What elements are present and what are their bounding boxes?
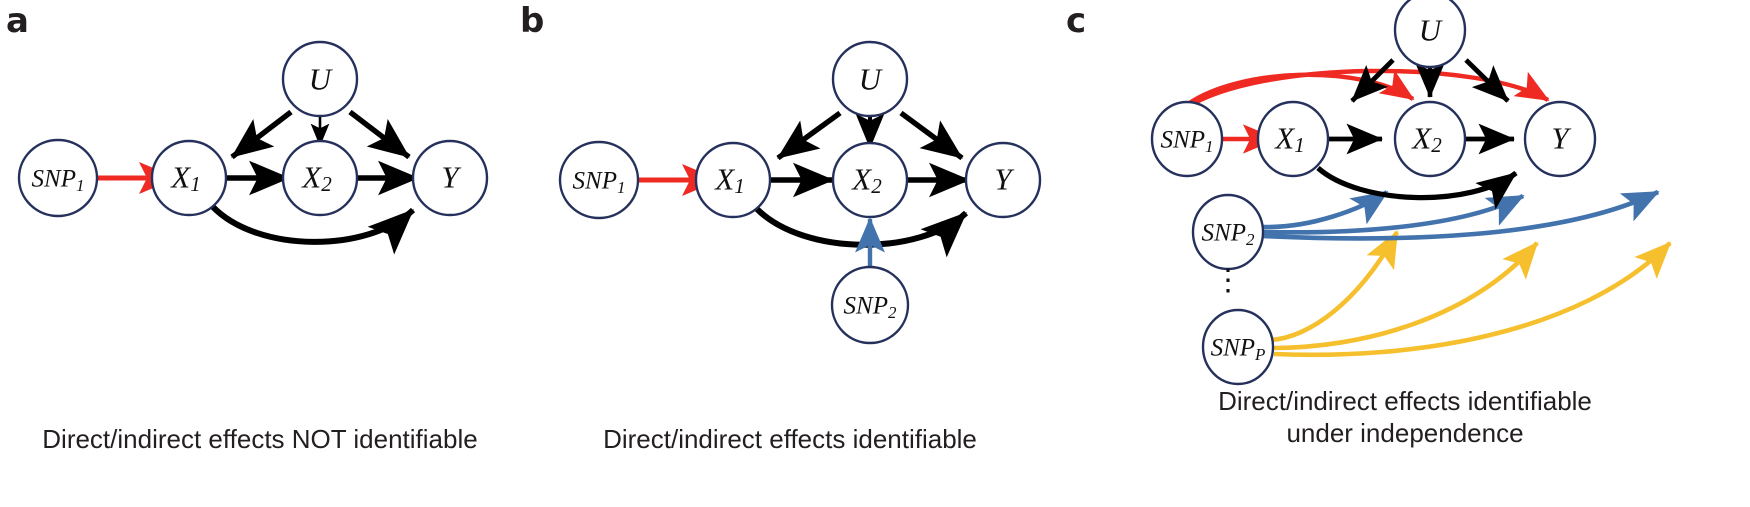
- node-x1[interactable]: X1: [150, 139, 228, 217]
- edge-snpP-x1: [1269, 230, 1400, 343]
- node-y[interactable]: Y: [1523, 100, 1597, 178]
- panel-c-edges: [1184, 58, 1672, 358]
- node-y-label: Y: [441, 160, 461, 195]
- node-snp1[interactable]: SNP1: [558, 140, 640, 220]
- node-u-label: U: [309, 62, 334, 97]
- node-x2[interactable]: X2: [831, 141, 909, 219]
- node-snp1[interactable]: SNP1: [1150, 100, 1224, 178]
- panel-a-letter: a: [6, 1, 29, 41]
- edge-snpP-x2: [1271, 241, 1539, 351]
- node-y[interactable]: Y: [964, 141, 1042, 219]
- node-snp1-label: SNP1: [1161, 127, 1214, 156]
- node-y[interactable]: Y: [411, 139, 489, 217]
- edge-u-x1: [230, 109, 293, 160]
- edge-snp2-y: [1262, 189, 1660, 241]
- node-x1[interactable]: X1: [694, 141, 772, 219]
- panel-a: a: [0, 0, 520, 507]
- panel-b-caption: Direct/indirect effects identifiable: [603, 424, 977, 454]
- panel-c-caption: Direct/indirect effects identifiable und…: [1218, 386, 1592, 448]
- node-u[interactable]: U: [281, 40, 359, 118]
- snp-ellipsis: ⋮: [1213, 264, 1243, 297]
- node-snp1-label: SNP1: [32, 166, 85, 195]
- node-u-label: U: [1419, 13, 1444, 48]
- node-snpP[interactable]: SNPP: [1201, 308, 1275, 386]
- panel-c-diagram: SNP1 SNP2 SNPP X1 X2 Y: [1150, 0, 1672, 386]
- node-y-label: Y: [1551, 121, 1571, 156]
- panel-a-caption: Direct/indirect effects NOT identifiable: [42, 424, 478, 454]
- panel-c: c: [1060, 0, 1750, 507]
- node-snp1-label: SNP1: [573, 168, 626, 197]
- panel-b-diagram: SNP1 SNP2 X1 X2 Y U: [558, 40, 1042, 345]
- edge-u-y: [899, 110, 964, 161]
- panel-a-edges: [97, 109, 420, 255]
- node-u-label: U: [859, 62, 884, 97]
- edge-snpP-y: [1273, 241, 1672, 358]
- panel-b: b: [520, 0, 1060, 507]
- node-snp1[interactable]: SNP1: [17, 138, 99, 218]
- node-snp2[interactable]: SNP2: [1191, 193, 1265, 271]
- node-y-label: Y: [994, 162, 1014, 197]
- panel-b-letter: b: [520, 1, 544, 41]
- panel-b-edges: [638, 110, 971, 266]
- edge-snp2-x2: [1262, 193, 1525, 235]
- node-x2[interactable]: X2: [281, 139, 359, 217]
- edge-u-y: [348, 109, 411, 160]
- node-snp2[interactable]: SNP2: [830, 265, 910, 345]
- edge-snp2-x1: [1262, 190, 1389, 230]
- edge-x1-y-curved: [210, 204, 416, 255]
- node-x1[interactable]: X1: [1256, 100, 1330, 178]
- edge-u-y: [1464, 58, 1510, 103]
- panel-c-letter: c: [1066, 1, 1086, 41]
- node-x2[interactable]: X2: [1393, 100, 1467, 178]
- panel-a-diagram: SNP1 X1 X2 Y U: [17, 40, 489, 255]
- node-u[interactable]: U: [831, 40, 909, 118]
- edge-u-x1: [1350, 58, 1395, 103]
- node-u[interactable]: U: [1393, 0, 1467, 69]
- edge-x1-y-curved: [1316, 166, 1518, 210]
- edge-u-x1: [776, 110, 842, 161]
